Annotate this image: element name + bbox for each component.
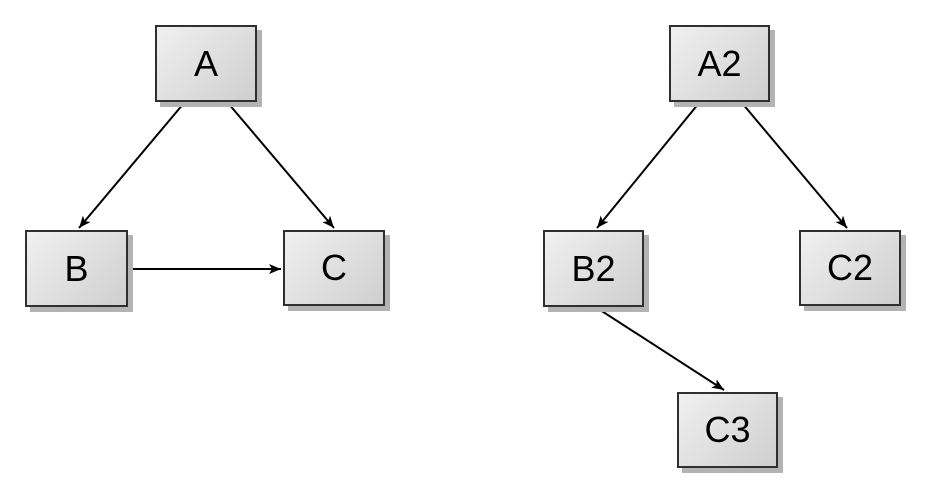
node-label: A (193, 42, 218, 84)
edge-A-B[interactable] (78, 102, 185, 229)
node-label: C (321, 247, 347, 288)
node-label: A2 (697, 42, 742, 84)
node-C3[interactable]: C3 (677, 392, 778, 468)
node-label: B2 (571, 247, 616, 289)
edge-A-C[interactable] (227, 102, 335, 229)
node-label: C2 (826, 247, 874, 288)
edge-B2-C3[interactable] (593, 305, 725, 391)
node-A2[interactable]: A2 (669, 25, 770, 102)
node-B2[interactable]: B2 (543, 230, 644, 307)
node-label: B (64, 247, 89, 289)
node-C[interactable]: C (283, 230, 385, 306)
node-A[interactable]: A (155, 25, 257, 102)
edge-A2-C2[interactable] (741, 102, 848, 229)
node-label: C3 (704, 409, 751, 450)
edge-A2-B2[interactable] (596, 102, 700, 229)
node-C2[interactable]: C2 (799, 230, 901, 306)
node-B[interactable]: B (25, 230, 128, 307)
